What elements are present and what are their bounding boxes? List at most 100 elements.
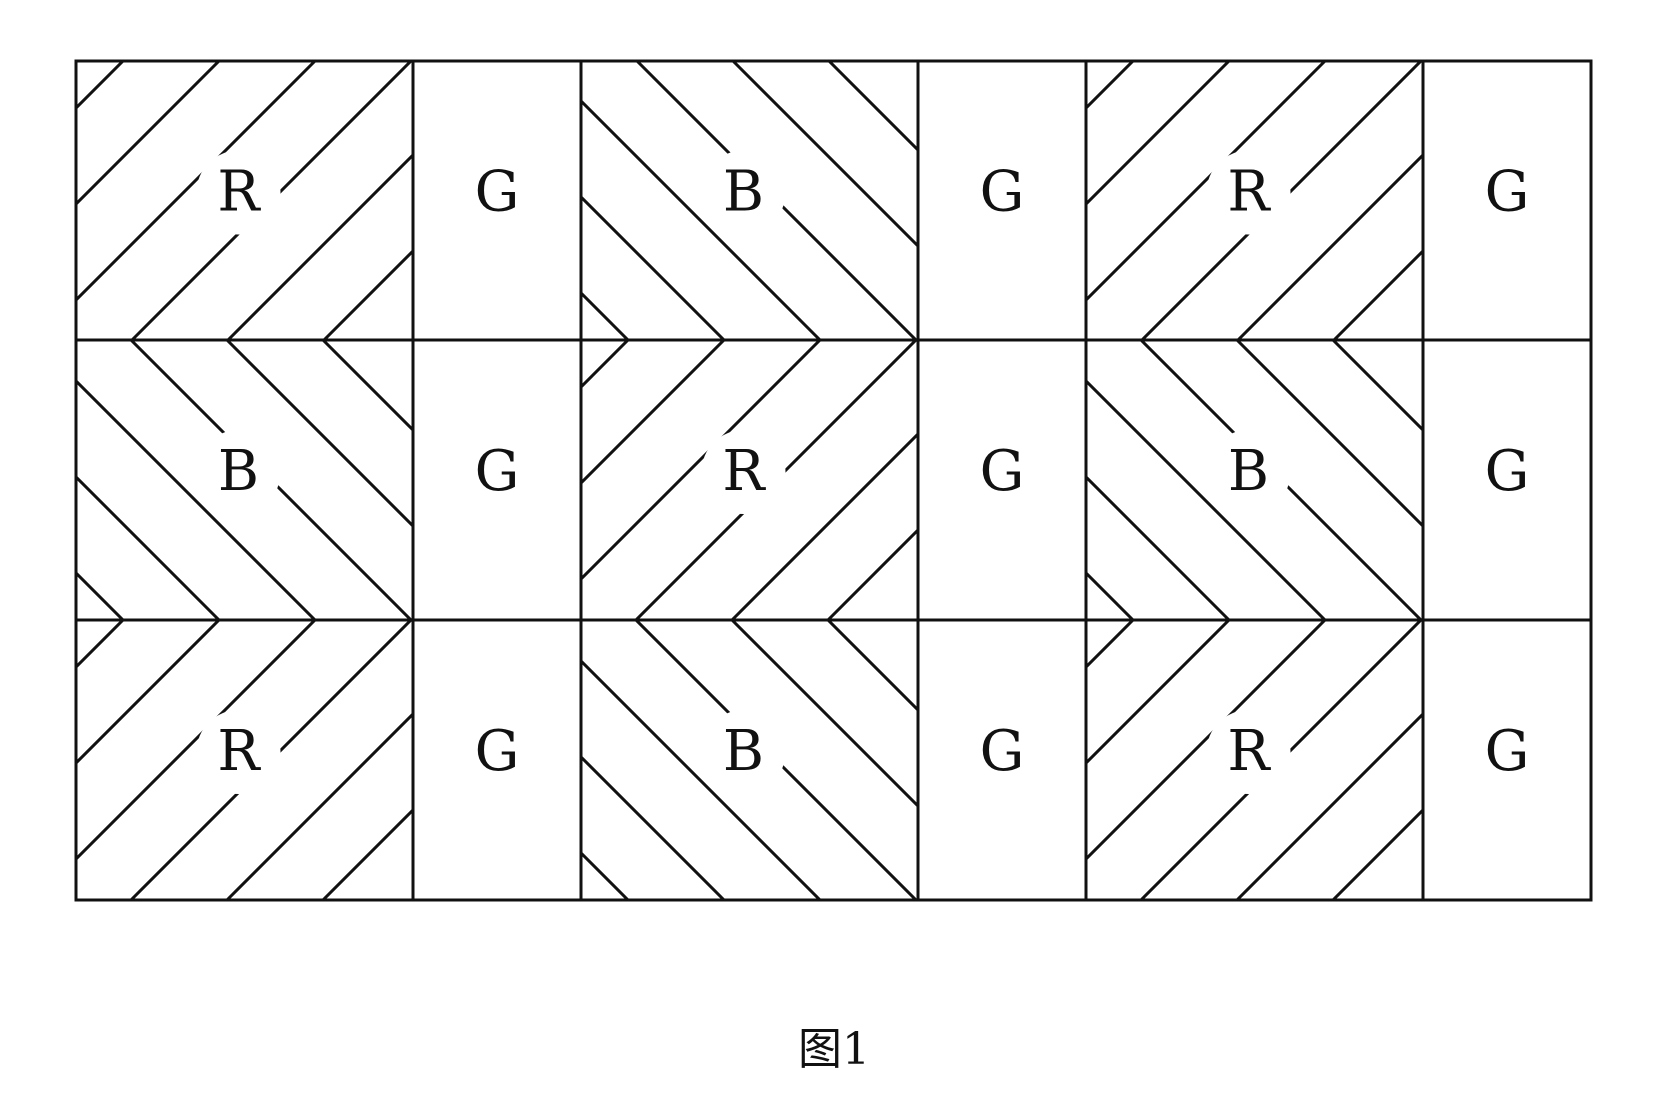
hatch-line — [226, 152, 413, 340]
hatch-line — [581, 754, 726, 900]
hatch-line — [76, 620, 221, 766]
hatch-line — [1621, 620, 1667, 900]
hatch-line — [924, 620, 1204, 900]
hatch-line — [1086, 620, 1231, 766]
cell-label: G — [475, 439, 520, 504]
subpixel-cell-g: G — [1421, 618, 1593, 902]
cell-label: G — [1485, 439, 1530, 504]
hatch-line — [730, 620, 918, 809]
hatch-line — [826, 620, 918, 713]
hatch-line — [1404, 340, 1667, 620]
hatch-line — [1622, 61, 1667, 340]
hatch-line — [803, 340, 1083, 620]
hatch-line — [899, 620, 1179, 900]
cell-label: G — [980, 439, 1025, 504]
hatch-line — [1236, 152, 1423, 340]
hatch-line — [0, 61, 244, 340]
hatch-line — [804, 61, 1083, 340]
hatch-line — [61, 61, 340, 340]
hatch-line — [581, 194, 726, 340]
cell-label: G — [475, 160, 520, 225]
hatch-line — [1086, 620, 1327, 862]
hatch-line — [419, 340, 699, 620]
cell-label: B — [218, 439, 259, 504]
cell-label: G — [1485, 160, 1530, 225]
hatch-line — [1139, 620, 1423, 900]
cell-label: B — [723, 719, 764, 784]
grid-outer-border — [74, 59, 1593, 902]
hatch-line — [1086, 474, 1231, 620]
hatch-line — [1430, 61, 1667, 340]
subpixel-cell-g: G — [1421, 338, 1593, 622]
hatch-line — [1332, 248, 1423, 340]
hatch-line — [60, 620, 340, 900]
cell-label: R — [217, 719, 261, 784]
hatch-line — [661, 340, 941, 620]
hatch-line — [0, 340, 27, 620]
hatch-line — [156, 620, 436, 900]
cell-label: B — [723, 160, 764, 225]
hatch-line — [634, 340, 918, 620]
hatch-pattern — [0, 340, 1667, 620]
hatch-line — [566, 61, 845, 340]
hatch-line — [1086, 61, 1327, 303]
hatch-line — [1139, 340, 1423, 620]
hatch-line — [662, 61, 941, 340]
cell-label: G — [1485, 719, 1530, 784]
hatch-line — [76, 570, 125, 620]
hatch-pattern — [76, 61, 1179, 340]
hatch-line — [1596, 340, 1667, 620]
hatch-line — [419, 620, 699, 900]
hatch-line — [899, 340, 1179, 620]
subpixel-cell-r: R — [661, 618, 1667, 902]
hatch-line — [76, 61, 317, 303]
hatch-pattern — [565, 340, 1667, 620]
hatch-pattern — [661, 620, 1667, 900]
hatch-line — [322, 248, 413, 340]
hatch-line — [1086, 61, 1231, 207]
hatch-line — [1405, 61, 1667, 340]
subpixel-cell-g: G — [411, 618, 583, 902]
cell-label: R — [217, 160, 261, 225]
subpixel-cell-b: B — [0, 338, 1179, 622]
hatch-line — [1429, 340, 1667, 620]
hatch-line — [661, 620, 941, 900]
cell-label: G — [475, 719, 520, 784]
subpixel-cell-g: G — [916, 59, 1088, 342]
hatch-line — [76, 378, 317, 620]
hatch-line — [635, 61, 918, 340]
hatch-line — [581, 658, 822, 900]
hatch-line — [321, 340, 413, 433]
hatch-line — [826, 527, 918, 620]
hatch-line — [900, 61, 1179, 340]
hatch-line — [76, 61, 221, 207]
hatch-line — [565, 340, 845, 620]
subpixel-cell-g: G — [1421, 59, 1593, 342]
hatch-line — [420, 61, 699, 340]
hatch-line — [60, 340, 340, 620]
hatch-line — [581, 98, 822, 340]
hatch-line — [130, 61, 413, 340]
hatch-line — [0, 340, 244, 620]
hatch-line — [1309, 61, 1588, 340]
cell-label: R — [1227, 719, 1271, 784]
hatch-line — [129, 340, 413, 620]
cell-label: G — [980, 160, 1025, 225]
hatch-line — [730, 431, 918, 620]
hatch-line — [157, 61, 436, 340]
hatch-line — [1525, 340, 1667, 620]
hatch-line — [1597, 61, 1667, 340]
hatch-line — [1308, 620, 1588, 900]
cell-label: R — [1227, 160, 1271, 225]
subpixel-cell-g: G — [916, 618, 1088, 902]
hatch-line — [803, 620, 1083, 900]
hatch-line — [1331, 807, 1423, 900]
hatch-line — [225, 711, 413, 900]
hatch-line — [156, 340, 436, 620]
hatch-line — [76, 61, 125, 111]
hatch-line — [1621, 340, 1667, 620]
subpixel-cell-g: G — [411, 59, 583, 342]
hatch-line — [731, 61, 918, 249]
